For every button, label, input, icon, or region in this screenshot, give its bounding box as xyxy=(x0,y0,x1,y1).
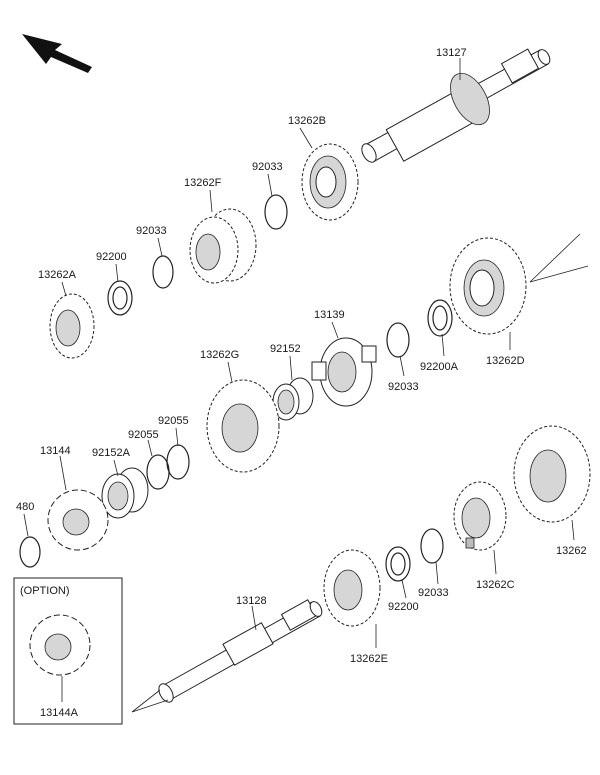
bushing-92152A xyxy=(101,467,149,519)
label-13127: 13127 xyxy=(436,47,467,59)
circlip-92055-inner xyxy=(146,454,170,490)
circlip-92033-upper xyxy=(264,194,288,230)
gear-hub-13139 xyxy=(311,337,377,407)
label-13262G: 13262G xyxy=(200,349,239,361)
label-13144A: 13144A xyxy=(40,707,79,719)
label-13144: 13144 xyxy=(40,445,71,457)
label-92200A: 92200A xyxy=(420,361,459,373)
input-shaft-13128 xyxy=(131,599,323,713)
gear-13262E xyxy=(323,549,381,627)
label-92152: 92152 xyxy=(270,343,301,355)
leader-lines xyxy=(23,58,575,702)
washer-92200-lower xyxy=(385,546,411,582)
label-92033-b: 92033 xyxy=(136,225,167,237)
gear-13262F xyxy=(189,208,257,284)
label-13262C: 13262C xyxy=(476,579,515,591)
circlip-92033-mid xyxy=(152,255,174,289)
circlip-92033-lower xyxy=(420,528,444,564)
gear-13262D-pointer-lines xyxy=(529,233,589,283)
label-13128: 13128 xyxy=(236,595,267,607)
output-shaft-13127 xyxy=(361,48,551,163)
label-92200-b: 92200 xyxy=(388,601,419,613)
front-direction-arrow xyxy=(22,34,92,73)
label-13262: 13262 xyxy=(556,545,587,557)
label-92033-c: 92033 xyxy=(388,381,419,393)
circlip-92033-right xyxy=(386,322,410,358)
sprocket-13144A xyxy=(29,614,91,676)
sprocket-13144 xyxy=(47,489,109,551)
part-labels: 13127 13262B 92033 13262F 92033 92200 13… xyxy=(16,47,587,719)
label-92033-d: 92033 xyxy=(418,587,449,599)
label-13139: 13139 xyxy=(314,309,345,321)
gear-13262D xyxy=(449,237,527,335)
circlip-92055-outer xyxy=(166,444,190,480)
label-92152A: 92152A xyxy=(92,447,131,459)
label-13262A: 13262A xyxy=(38,269,77,281)
washer-92200-upper xyxy=(107,280,133,316)
label-13262B: 13262B xyxy=(288,115,326,127)
label-92055-b: 92055 xyxy=(128,429,159,441)
option-box: (OPTION) xyxy=(13,577,123,725)
label-13262F: 13262F xyxy=(184,177,222,189)
gear-13262A xyxy=(49,293,95,359)
gear-13262C xyxy=(453,481,507,551)
washer-92200A xyxy=(427,299,453,337)
gear-13262G xyxy=(206,379,280,473)
label-92033-a: 92033 xyxy=(252,161,283,173)
gear-13262 xyxy=(513,425,591,523)
label-480: 480 xyxy=(16,501,34,513)
gear-13262B xyxy=(301,143,359,221)
label-13262E: 13262E xyxy=(350,653,388,665)
circlip-480 xyxy=(19,536,41,568)
label-92200-a: 92200 xyxy=(96,251,127,263)
bushing-92152 xyxy=(272,377,314,421)
option-label: (OPTION) xyxy=(20,585,70,597)
label-92055-a: 92055 xyxy=(158,415,189,427)
label-13262D: 13262D xyxy=(486,355,525,367)
